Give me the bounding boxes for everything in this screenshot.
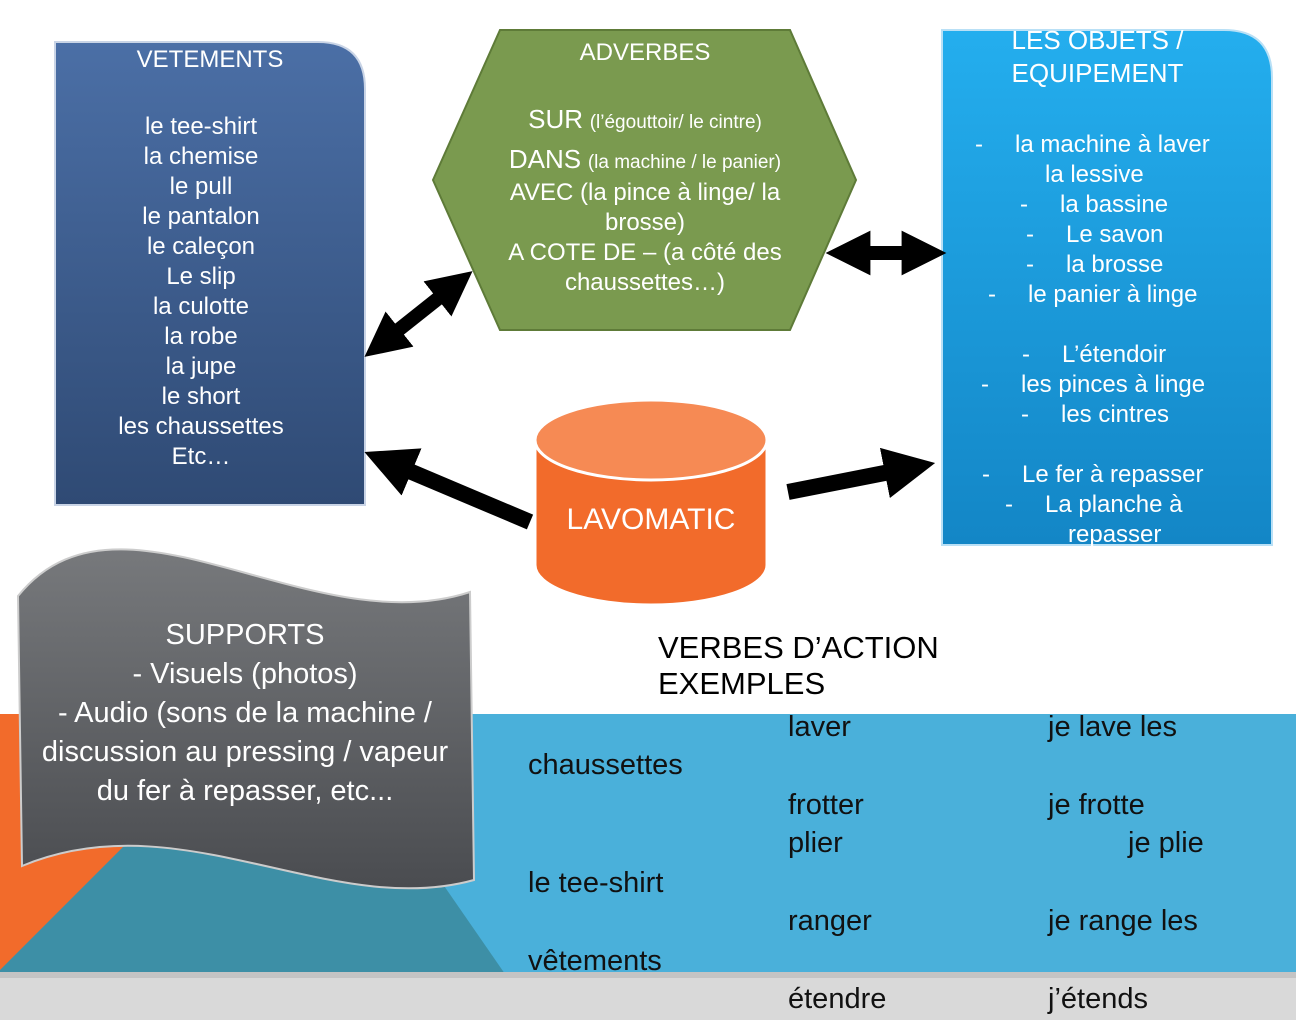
example-ranger: je range les xyxy=(1048,905,1198,937)
arrow-vetements-adverbes xyxy=(364,271,473,357)
vetements-item: le pull xyxy=(169,173,233,200)
vetements-item: la culotte xyxy=(152,293,250,320)
verbes-heading: VERBES D’ACTION EXEMPLES xyxy=(658,630,939,702)
objets-item: La planche à xyxy=(1045,491,1183,518)
verb-frotter: frotter xyxy=(788,789,864,821)
example-plier-cont: le tee-shirt xyxy=(528,867,664,899)
objets-title-line2: EQUIPEMENT xyxy=(1011,58,1184,88)
adverbes-body: SUR (l’égouttoir/ le cintre) DANS (la ma… xyxy=(490,104,800,298)
vetements-box xyxy=(54,41,366,506)
supports-text: SUPPORTS - Visuels (photos) - Audio (son… xyxy=(20,616,470,811)
vetements-item: le pantalon xyxy=(142,203,260,230)
supports-line1: - Visuels (photos) xyxy=(132,658,358,690)
adverbe-dans: DANS xyxy=(508,144,582,174)
objets-item: les cintres xyxy=(1061,401,1170,428)
verb-etendre: étendre xyxy=(788,983,887,1015)
objets-dash: - xyxy=(1005,491,1013,518)
objets-dash: - xyxy=(988,281,996,308)
example-laver-cont: chaussettes xyxy=(528,749,683,781)
objets-dash: - xyxy=(1021,401,1029,428)
objets-item: la lessive xyxy=(1045,161,1144,188)
objets-dash: - xyxy=(1020,191,1028,218)
adverbe-a-cote: A COTE DE – (a côté des chaussettes…) xyxy=(508,239,782,296)
example-laver: je lave les xyxy=(1048,711,1177,743)
supports-line2: - Audio (sons de la machine / discussion… xyxy=(41,697,449,807)
objets-dash: - xyxy=(981,371,989,398)
adverbe-dans-detail: (la machine / le panier) xyxy=(587,152,782,173)
vetements-item: le caleçon xyxy=(146,233,256,260)
adverbe-sur: SUR xyxy=(528,104,584,134)
verb-plier: plier xyxy=(788,827,843,859)
arrow-lavomatic-vetements xyxy=(364,448,534,530)
objets-item: la machine à laver xyxy=(1015,131,1210,158)
vetements-item: Le slip xyxy=(166,263,236,290)
example-ranger-cont: vêtements xyxy=(528,945,662,977)
adverbes-hexagon xyxy=(431,29,858,331)
vetements-item: Etc… xyxy=(171,443,231,470)
vetements-item: le short xyxy=(161,383,241,410)
objets-box xyxy=(941,29,1273,546)
objets-item: le panier à linge xyxy=(1028,281,1198,308)
vetements-item: le tee-shirt xyxy=(144,113,258,140)
objets-item: la bassine xyxy=(1060,191,1169,218)
example-frotter: je frotte xyxy=(1048,789,1145,821)
vetements-title: VETEMENTS xyxy=(136,46,284,73)
objets-dash: - xyxy=(1022,341,1030,368)
objets-list: -la machine à laver la lessive -la bassi… xyxy=(950,130,1280,550)
vetements-item: la robe xyxy=(164,323,238,350)
objets-title-line1: LES OBJETS / xyxy=(1011,25,1184,55)
lavomatic-cylinder xyxy=(533,398,769,607)
lavomatic-label: LAVOMATIC xyxy=(566,503,736,536)
example-etendre: j’étends xyxy=(1048,983,1148,1015)
objets-title: LES OBJETS / EQUIPEMENT xyxy=(950,24,1245,90)
verbes-heading-line1: VERBES D’ACTION xyxy=(658,630,939,665)
verb-ranger: ranger xyxy=(788,905,872,937)
verbes-heading-line2: EXEMPLES xyxy=(658,666,826,701)
objets-item: L’étendoir xyxy=(1062,341,1167,368)
vetements-item: la chemise xyxy=(143,143,259,170)
objets-item: les pinces à linge xyxy=(1021,371,1206,398)
adverbe-sur-detail: (l’égouttoir/ le cintre) xyxy=(589,112,762,133)
adverbe-avec: AVEC (la pince à linge/ la brosse) xyxy=(509,179,781,236)
objets-item: la brosse xyxy=(1066,251,1164,278)
objets-dash: - xyxy=(1026,221,1034,248)
adverbes-title: ADVERBES xyxy=(579,39,711,66)
objets-dash: - xyxy=(975,131,983,158)
verb-laver: laver xyxy=(788,711,851,743)
objets-dash: - xyxy=(1026,251,1034,278)
objets-item: Le fer à repasser xyxy=(1022,461,1204,488)
arrow-lavomatic-objets xyxy=(786,447,936,500)
vetements-item: la jupe xyxy=(165,353,237,380)
supports-banner xyxy=(16,548,476,890)
objets-item: repasser xyxy=(1068,521,1162,548)
objets-item: Le savon xyxy=(1066,221,1164,248)
objets-dash: - xyxy=(982,461,990,488)
supports-title: SUPPORTS xyxy=(165,619,325,651)
vetements-list: le tee-shirt la chemise le pull le panta… xyxy=(55,112,347,472)
example-plier: je plie xyxy=(1128,827,1204,859)
vetements-item: les chaussettes xyxy=(118,413,284,440)
